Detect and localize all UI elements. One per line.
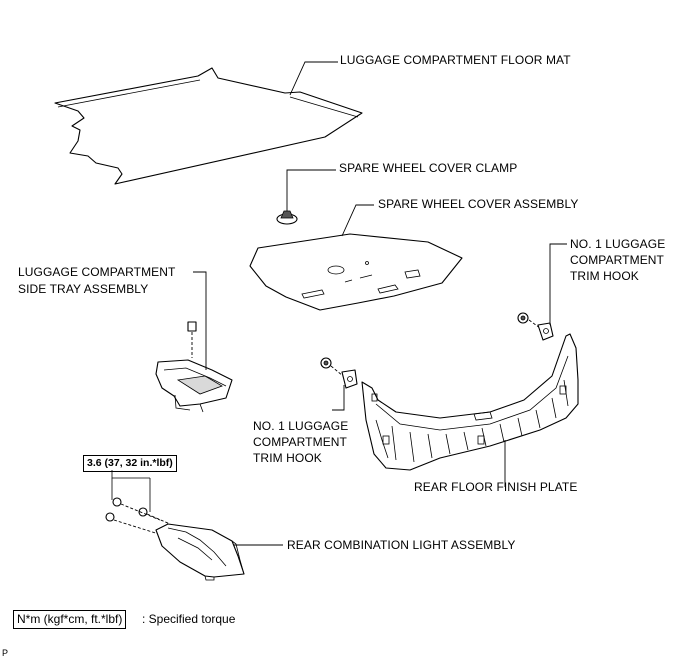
spare-wheel-cover-clamp-part [276, 210, 298, 225]
light-bolts [105, 470, 171, 537]
cover-assembly-leader [341, 204, 374, 237]
floor-mat-leader [289, 61, 338, 96]
hook-left-leader [332, 385, 345, 411]
label-floor-mat: LUGGAGE COMPARTMENT FLOOR MAT [340, 53, 571, 67]
label-hook-left-line1: NO. 1 LUGGAGE [253, 419, 349, 433]
label-cover-clamp: SPARE WHEEL COVER CLAMP [339, 161, 518, 175]
label-combination-light: REAR COMBINATION LIGHT ASSEMBLY [287, 538, 516, 552]
trim-hook-left-part [320, 357, 358, 389]
torque-value-box: 3.6 (37, 32 in.*lbf) [83, 455, 177, 472]
legend-description: : Specified torque [142, 612, 236, 626]
label-side-tray-line2: SIDE TRAY ASSEMBLY [18, 282, 149, 296]
rear-combination-light-part [155, 523, 245, 581]
label-cover-assembly: SPARE WHEEL COVER ASSEMBLY [378, 197, 579, 211]
label-hook-left-line3: TRIM HOOK [253, 451, 322, 465]
legend-unit-box: N*m (kgf*cm, ft.*lbf) [13, 610, 127, 629]
label-finish-plate: REAR FLOOR FINISH PLATE [414, 480, 578, 494]
hook-right-leader [549, 243, 567, 325]
rear-floor-finish-plate-part [361, 333, 579, 471]
trim-hook-right-part [517, 312, 554, 341]
label-hook-right-line2: COMPARTMENT [570, 253, 664, 267]
side-tray-bolt [187, 321, 197, 358]
spare-wheel-cover-part [249, 233, 463, 311]
label-side-tray-line1: LUGGAGE COMPARTMENT [18, 265, 176, 279]
label-hook-left-line2: COMPARTMENT [253, 435, 347, 449]
label-hook-right-line3: TRIM HOOK [570, 269, 639, 283]
corner-mark: P [2, 648, 9, 658]
label-hook-right-line1: NO. 1 LUGGAGE [570, 237, 666, 251]
side-tray-part [155, 359, 233, 413]
cover-clamp-leader [286, 169, 336, 211]
floor-mat-part [54, 67, 363, 185]
side-tray-leader [193, 271, 207, 370]
